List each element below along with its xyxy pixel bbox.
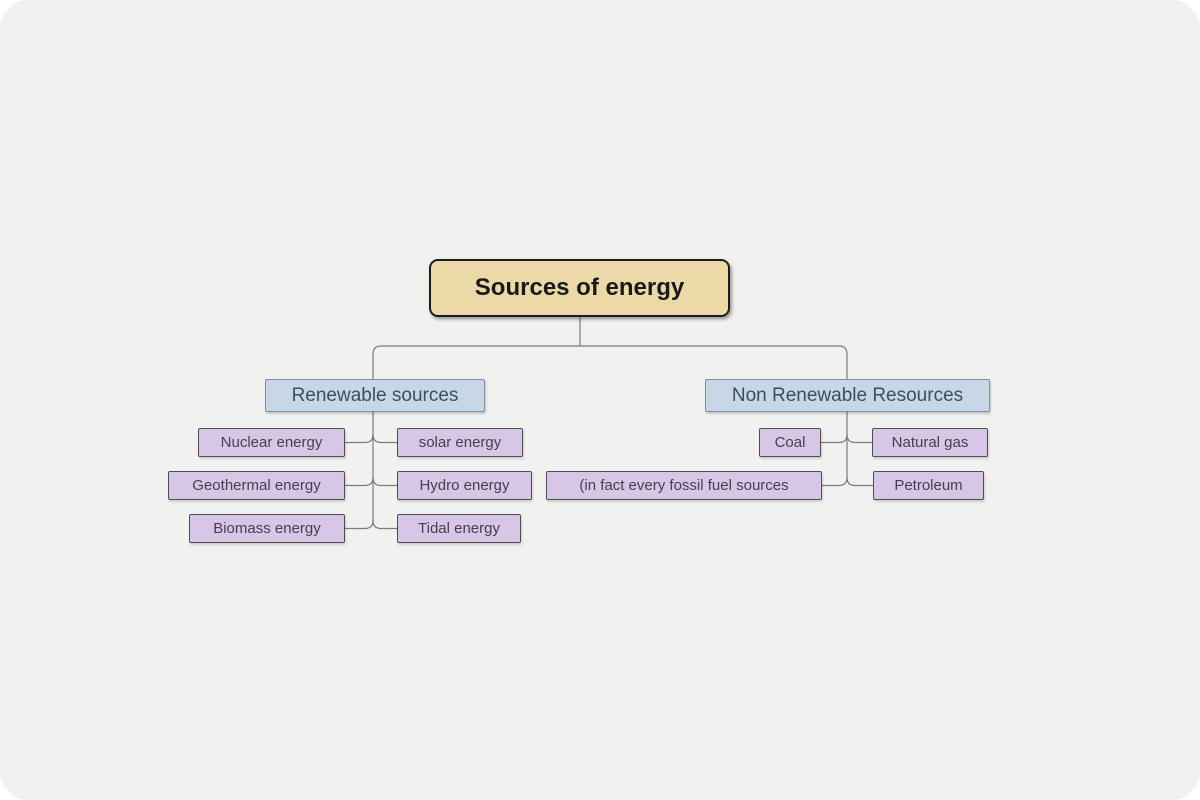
branch-node-non-renewable-resources[interactable]: Non Renewable Resources: [705, 379, 990, 412]
leaf-node-natural-gas[interactable]: Natural gas: [872, 428, 988, 457]
root-node-sources-of-energy[interactable]: Sources of energy: [429, 259, 730, 317]
leaf-node-solar-energy[interactable]: solar energy: [397, 428, 523, 457]
leaf-node-biomass-energy[interactable]: Biomass energy: [189, 514, 345, 543]
leaf-node-geothermal-energy[interactable]: Geothermal energy: [168, 471, 345, 500]
branch-node-renewable-sources[interactable]: Renewable sources: [265, 379, 485, 412]
leaf-node-hydro-energy[interactable]: Hydro energy: [397, 471, 532, 500]
leaf-node-fossil-fuel-note[interactable]: (in fact every fossil fuel sources: [546, 471, 822, 500]
leaf-node-coal[interactable]: Coal: [759, 428, 821, 457]
leaf-node-nuclear-energy[interactable]: Nuclear energy: [198, 428, 345, 457]
leaf-node-tidal-energy[interactable]: Tidal energy: [397, 514, 521, 543]
leaf-node-petroleum[interactable]: Petroleum: [873, 471, 984, 500]
